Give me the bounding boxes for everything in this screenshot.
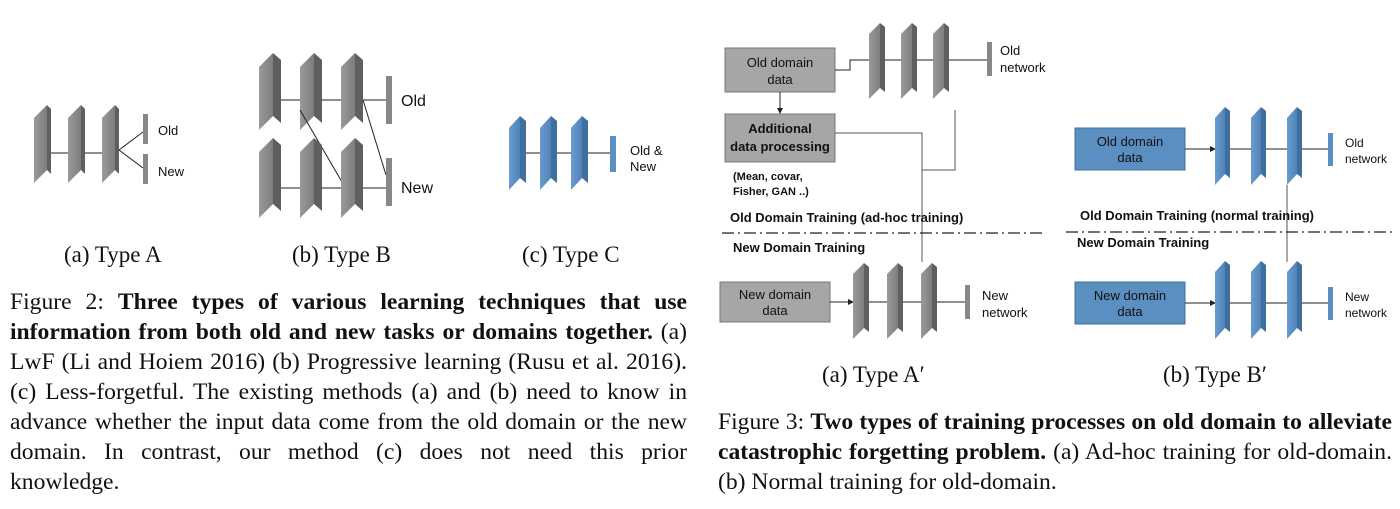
processing-feed-line <box>835 132 923 262</box>
old-domain-data-box <box>1074 127 1186 171</box>
additional-processing-box <box>724 113 836 163</box>
processing-note: (Mean, covar, <box>733 171 803 183</box>
box-label: data processing <box>730 139 830 154</box>
fig2b-label-old: Old <box>401 93 426 110</box>
output-head-new <box>143 154 148 184</box>
fig3a-subcaption: (a) Type A′ <box>822 362 925 387</box>
output-head-old <box>987 42 992 76</box>
fig2b-label-new: New <box>401 180 433 197</box>
fig2a-label-new: New <box>158 164 185 179</box>
caption-body: (a) Ad-hoc training for old-domain. (b) … <box>718 439 1392 495</box>
layer-slab <box>1251 261 1266 339</box>
arrowhead <box>1210 146 1216 152</box>
layer-slab <box>34 105 51 183</box>
box-label: New domain <box>739 287 811 302</box>
old-domain-training-label: Old Domain Training (ad-hoc training) <box>730 210 963 225</box>
layer-slab <box>509 116 526 190</box>
output-head-old <box>1328 133 1333 166</box>
net-label: network <box>1345 152 1388 166</box>
net-label: New <box>982 288 1009 303</box>
arrowhead <box>848 299 854 305</box>
output-head-new <box>1328 287 1333 320</box>
processing-feed-line <box>922 110 956 171</box>
layer-slab <box>1251 107 1266 185</box>
layer-slab <box>571 116 588 190</box>
fig2-panel-c-diagram: Old & New <box>509 116 663 190</box>
caption-prefix: Figure 3: <box>718 409 811 435</box>
layer-slab <box>933 23 949 99</box>
layer-slab <box>341 53 363 130</box>
output-head-old <box>143 114 148 144</box>
processing-note: Fisher, GAN ..) <box>733 186 809 198</box>
fig2a-subcaption: (a) Type A <box>64 242 162 267</box>
layer-slab <box>259 138 281 218</box>
arrowhead <box>777 108 783 114</box>
caption-bold: Three types of various learning techniqu… <box>10 289 688 345</box>
figure-3-caption: Figure 3: Two types of training processe… <box>718 407 1392 497</box>
layer-slab <box>1215 107 1230 185</box>
fig3b-subcaption: (b) Type B′ <box>1163 362 1267 387</box>
net-label: Old <box>1000 43 1020 58</box>
layer-slab <box>102 105 119 183</box>
fig2b-subcaption: (b) Type B <box>292 242 391 267</box>
caption-prefix: Figure 2: <box>10 289 118 315</box>
fig2-panel-a-diagram: Old New <box>34 105 185 184</box>
fig3-panel-a-diagram: Old domain data Old network Additional d… <box>719 23 1046 339</box>
branch-line-new <box>118 149 144 169</box>
new-domain-data-box <box>719 281 831 323</box>
output-head-new <box>965 285 970 319</box>
fig3-panel-b-diagram: Old domain data Old network Old Domain T… <box>1066 107 1392 339</box>
layer-slab <box>1287 107 1302 185</box>
fig2c-subcaption: (c) Type C <box>522 242 620 267</box>
layer-slab <box>540 116 557 190</box>
arrowhead <box>1210 300 1216 306</box>
layer-slab <box>1287 261 1302 339</box>
output-head-shared <box>610 136 616 172</box>
layer-slab <box>887 263 903 339</box>
layer-slab <box>853 263 869 339</box>
box-label: New domain <box>1094 288 1166 303</box>
new-domain-training-label: New Domain Training <box>1077 235 1209 250</box>
layer-slab <box>901 23 917 99</box>
layer-slab <box>1215 261 1230 339</box>
caption-body: (a) LwF (Li and Hoiem 2016) (b) Progress… <box>10 319 687 495</box>
old-domain-data-box <box>724 47 836 93</box>
box-label: data <box>762 303 788 318</box>
net-label: network <box>982 305 1028 320</box>
output-head-old <box>386 76 392 124</box>
layer-slab <box>259 53 281 130</box>
old-domain-training-label: Old Domain Training (normal training) <box>1080 208 1314 223</box>
new-domain-training-label: New Domain Training <box>733 240 865 255</box>
layer-slab <box>921 263 937 339</box>
lateral-connection <box>362 99 387 176</box>
box-label: Old domain <box>1097 134 1163 149</box>
layer-slab <box>300 138 322 218</box>
box-label: data <box>1117 150 1143 165</box>
fig2c-label-new: New <box>630 159 657 174</box>
box-label: data <box>1117 304 1143 319</box>
fig2c-label-old: Old & <box>630 143 663 158</box>
new-domain-data-box <box>1074 281 1186 325</box>
layer-slab <box>341 138 363 218</box>
box-label: data <box>767 72 793 87</box>
net-label: network <box>1345 306 1388 320</box>
fig2a-label-old: Old <box>158 123 178 138</box>
arrow-line <box>835 59 870 71</box>
figure-2-caption: Figure 2: Three types of various learnin… <box>10 287 687 497</box>
branch-line-old <box>118 131 144 151</box>
layer-slab <box>300 53 322 130</box>
fig2-panel-b-diagram: Old New <box>259 53 433 218</box>
caption-bold: Two types of training processes on old d… <box>718 409 1392 465</box>
box-label: Additional <box>748 121 812 136</box>
box-label: Old domain <box>747 55 813 70</box>
net-label: network <box>1000 60 1046 75</box>
net-label: New <box>1345 290 1369 304</box>
output-head-new <box>386 158 392 206</box>
layer-slab <box>869 23 885 99</box>
net-label: Old <box>1345 136 1364 150</box>
layer-slab <box>68 105 85 183</box>
